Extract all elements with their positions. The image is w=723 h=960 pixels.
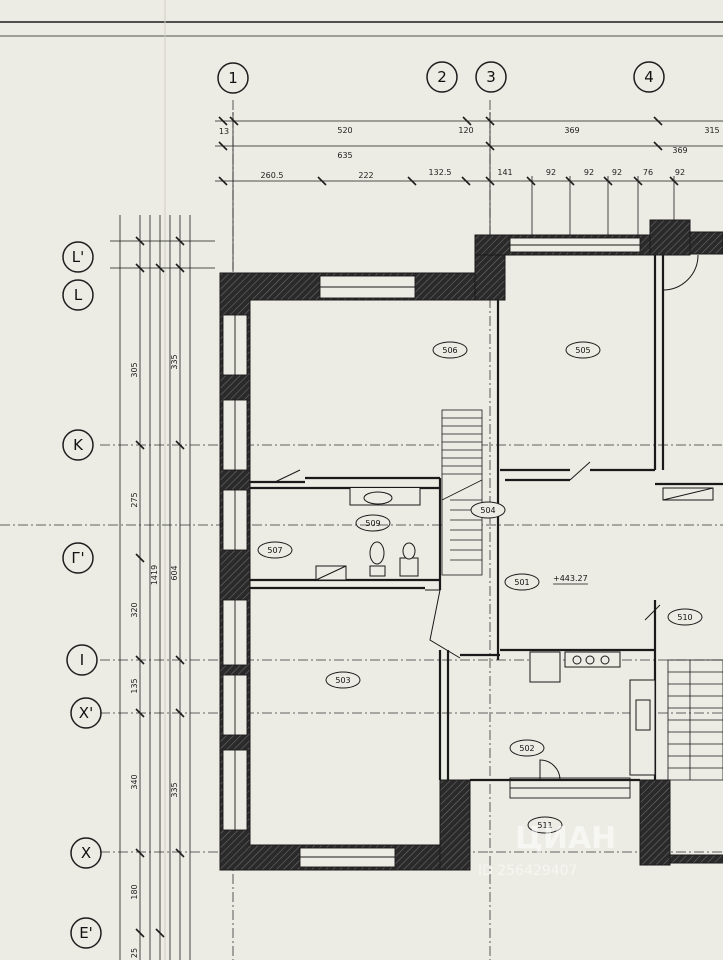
svg-text:369: 369 [564,126,579,135]
svg-text:520: 520 [337,126,352,135]
svg-text:135: 135 [130,678,139,693]
axis-bubble-g-prime: Г' [62,542,94,574]
svg-text:L': L' [72,248,84,266]
axis-bubble-3: 3 [475,61,507,93]
room-511: 511 [527,816,563,834]
exterior-walls [219,219,723,871]
room-505: 505 [565,341,601,359]
svg-text:K: K [73,436,84,454]
svg-text:511: 511 [537,821,552,830]
toilet-icon [369,541,386,577]
room-503: 503 [325,671,361,689]
svg-text:502: 502 [519,744,534,753]
svg-text:92: 92 [612,168,622,177]
dimension-labels-left: 305 275 320 135 340 180 25 1419 335 604 … [130,354,179,958]
dimension-labels-top: 13 520 120 369 315 635 369 260.5 222 132… [219,126,720,180]
svg-text:503: 503 [335,676,350,685]
axis-bubble-x: X [70,837,102,869]
svg-text:315: 315 [704,126,719,135]
svg-text:L: L [74,286,83,304]
axis-bubble-4: 4 [633,61,665,93]
svg-text:305: 305 [130,362,139,377]
svg-text:+443.27: +443.27 [553,574,588,583]
svg-text:180: 180 [130,884,139,899]
room-509: 509 [355,514,391,532]
svg-text:509: 509 [365,519,380,528]
svg-text:92: 92 [546,168,556,177]
svg-text:260.5: 260.5 [261,171,284,180]
room-510: 510 [667,608,703,626]
svg-text:I: I [80,651,84,669]
axis-bubble-x-prime: X' [70,697,102,729]
svg-text:132.5: 132.5 [429,168,452,177]
room-502: 502 [509,739,545,757]
svg-text:320: 320 [130,602,139,617]
svg-text:335: 335 [170,354,179,369]
axis-bubble-l-prime: L' [62,241,94,273]
svg-text:604: 604 [170,565,179,580]
room-501: 501 [504,573,540,591]
kitchen-counter-icon [529,651,656,776]
svg-text:505: 505 [575,346,590,355]
svg-text:501: 501 [514,578,529,587]
svg-text:Г': Г' [71,549,84,567]
svg-text:222: 222 [358,171,373,180]
dimension-chains-top [215,112,723,270]
axis-bubble-l: L [62,279,94,311]
svg-text:1: 1 [228,69,238,87]
sanitary-fixtures [315,487,714,776]
svg-text:X: X [81,844,91,862]
axis-bubble-e-prime: E' [70,917,102,949]
svg-text:141: 141 [497,168,512,177]
svg-text:25: 25 [130,948,139,958]
room-506: 506 [432,341,468,359]
windows [222,237,641,868]
svg-text:92: 92 [584,168,594,177]
svg-text:2: 2 [437,68,447,86]
shower-tray-icon [315,565,347,581]
room-labels: 506 505 509 507 503 504 501 502 [257,341,703,834]
wardrobe-icon [662,487,714,501]
sink-icon [399,542,419,577]
svg-text:ID 256429407: ID 256429407 [478,863,578,879]
stair [441,409,483,576]
svg-text:635: 635 [337,151,352,160]
svg-text:275: 275 [130,492,139,507]
svg-text:340: 340 [130,774,139,789]
stair-right [667,659,723,781]
svg-text:3: 3 [486,68,496,86]
svg-text:E': E' [79,924,93,942]
axis-bubble-1: 1 [217,62,249,94]
svg-text:1419: 1419 [150,565,159,585]
axis-bubble-2: 2 [426,61,458,93]
axis-bubble-i: I [66,644,98,676]
svg-text:ЦИАН: ЦИАН [515,821,616,856]
dimension-chains-left [110,215,215,960]
watermark: ЦИАН ID 256429407 [478,821,616,879]
room-507: 507 [257,541,293,559]
bathtub-icon [349,488,421,506]
svg-text:369: 369 [672,146,687,155]
axis-bubbles-left: L' L K Г' I X' X E' [62,241,102,949]
room-504: 504 [470,501,506,519]
svg-text:92: 92 [675,168,685,177]
svg-text:4: 4 [644,68,654,86]
svg-text:510: 510 [677,613,692,622]
svg-text:X': X' [79,704,93,722]
axis-bubbles-top: 1 2 3 4 [217,61,665,94]
svg-text:504: 504 [480,506,495,515]
svg-text:120: 120 [458,126,473,135]
svg-text:13: 13 [219,127,229,136]
svg-text:335: 335 [170,782,179,797]
door-swings [274,254,699,781]
svg-text:507: 507 [267,546,282,555]
level-mark: +443.27 [553,574,588,585]
svg-text:506: 506 [442,346,457,355]
axis-bubble-k: K [62,429,94,461]
svg-text:76: 76 [643,168,653,177]
